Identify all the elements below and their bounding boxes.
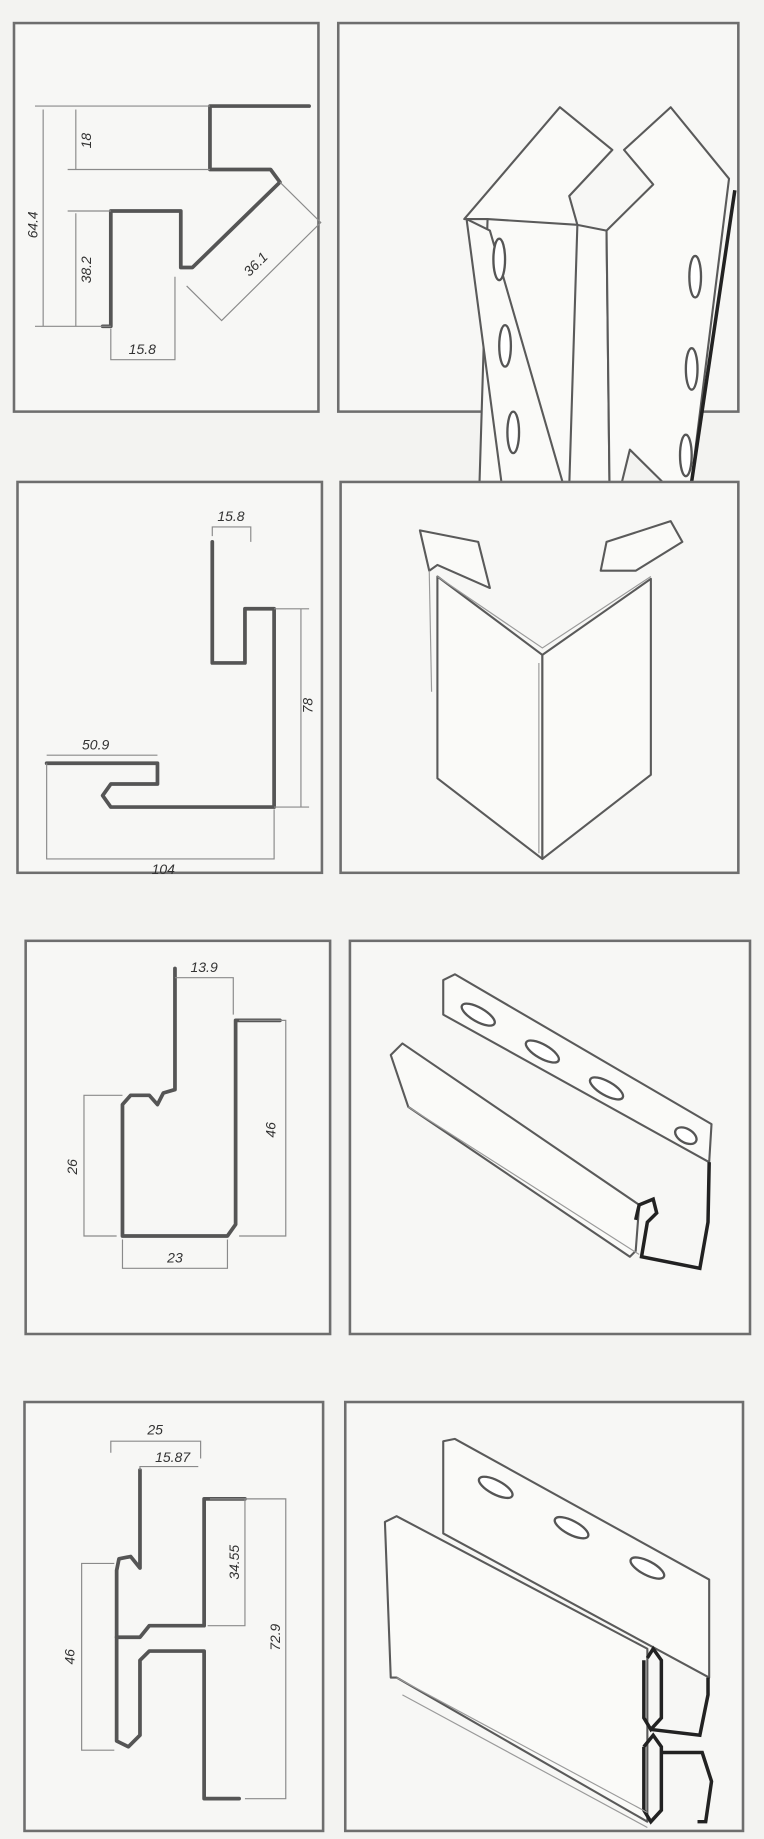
h-connector-section-drawing: 25 15.87 34.55 46 72.9 bbox=[62, 1421, 287, 1801]
dim-46: 46 bbox=[262, 1122, 278, 1138]
dim-78: 78 bbox=[300, 698, 316, 714]
dim-72-9: 72.9 bbox=[267, 1624, 283, 1651]
row-outer-corner: 15.8 50.9 78 104 bbox=[16, 480, 740, 877]
inner-corner-section-drawing: 64.4 18 38.2 36.1 15.8 bbox=[24, 104, 322, 361]
dim-25: 25 bbox=[146, 1421, 163, 1437]
outer-corner-isometric-view bbox=[418, 520, 684, 861]
inner-corner-isometric-view bbox=[463, 106, 737, 555]
h-connector-isometric-view bbox=[383, 1437, 714, 1828]
drawing-frame bbox=[24, 939, 332, 1336]
dim-34-55: 34.55 bbox=[226, 1545, 242, 1580]
drawing-frame bbox=[12, 21, 320, 413]
row-h-connector: 25 15.87 34.55 46 72.9 bbox=[23, 1400, 745, 1833]
dim-15-8: 15.8 bbox=[217, 508, 244, 524]
dim-46: 46 bbox=[62, 1649, 78, 1665]
drawing-frame bbox=[16, 480, 324, 875]
drawing-frame bbox=[23, 1400, 325, 1833]
dim-23: 23 bbox=[166, 1250, 183, 1266]
dim-38-2: 38.2 bbox=[78, 256, 94, 283]
dim-15-87: 15.87 bbox=[155, 1449, 191, 1465]
j-channel-section-drawing: 13.9 26 46 23 bbox=[64, 959, 287, 1269]
row-inner-corner: 64.4 18 38.2 36.1 15.8 bbox=[12, 21, 740, 555]
dim-104: 104 bbox=[152, 861, 176, 877]
dim-13-9: 13.9 bbox=[191, 959, 218, 975]
dim-64-4: 64.4 bbox=[24, 211, 40, 238]
dim-26: 26 bbox=[64, 1159, 80, 1176]
dim-18: 18 bbox=[78, 133, 94, 149]
dim-50-9: 50.9 bbox=[82, 737, 109, 753]
row-j-channel: 13.9 26 46 23 bbox=[24, 939, 752, 1336]
outer-corner-section-drawing: 15.8 50.9 78 104 bbox=[44, 508, 316, 877]
j-channel-isometric-view bbox=[389, 973, 713, 1271]
dim-15-8: 15.8 bbox=[129, 341, 156, 357]
